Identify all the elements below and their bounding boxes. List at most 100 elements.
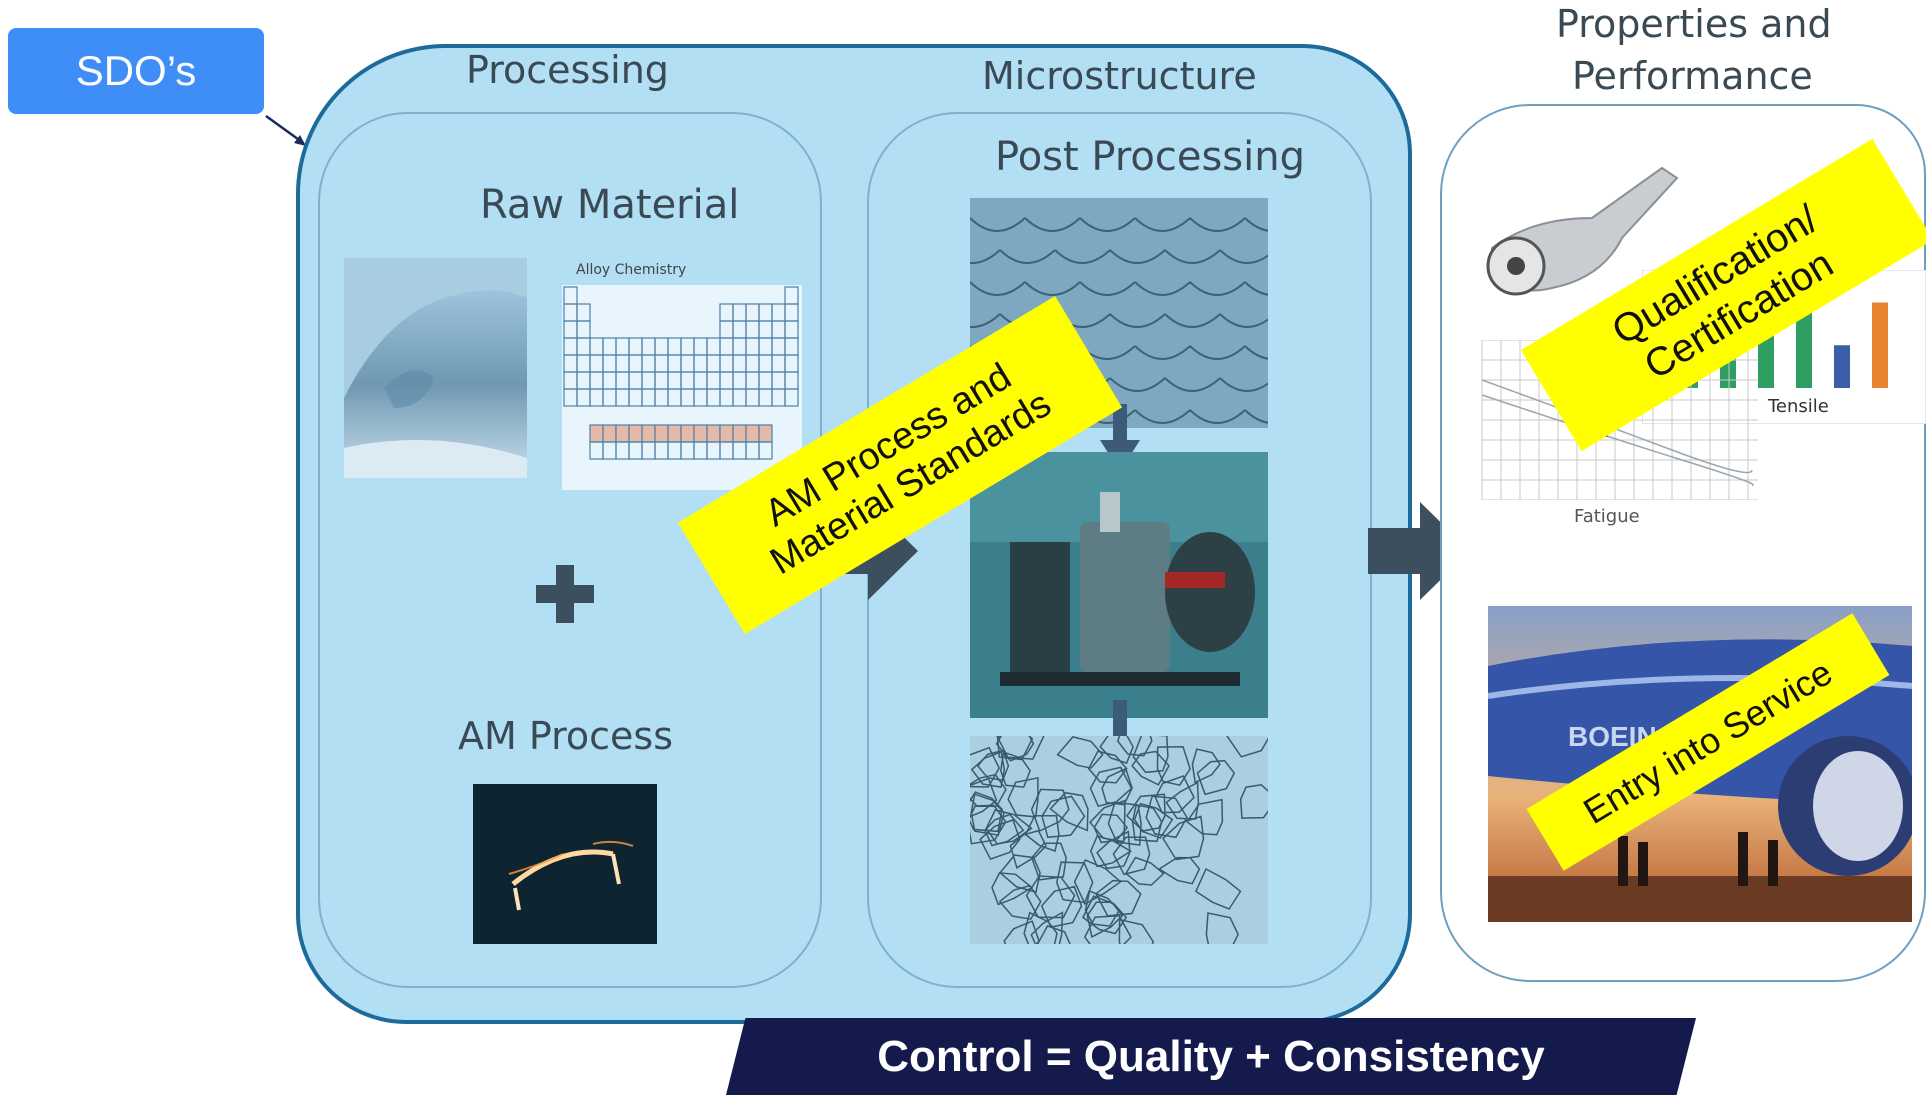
periodic-table-cell (693, 424, 708, 443)
grain-boundary (1095, 879, 1142, 917)
grain-boundary (991, 872, 1034, 906)
grain-boundary (1083, 914, 1132, 944)
am-process-image (473, 784, 657, 944)
grain-boundary (1049, 791, 1089, 832)
grain-boundary (1226, 736, 1268, 758)
periodic-table-cell (628, 424, 643, 443)
grain-boundary (1096, 830, 1131, 870)
am-process-heading: AM Process (458, 714, 674, 758)
grain-boundary (979, 819, 1021, 861)
grain-boundary (1024, 814, 1060, 852)
grain-boundary (1089, 766, 1133, 807)
grain-boundary (1162, 815, 1205, 861)
periodic-table-cell (758, 424, 773, 443)
grain-boundary (1093, 813, 1129, 844)
periodic-table-cell (706, 424, 721, 443)
grain-boundary (1145, 795, 1188, 839)
grain-boundary (1009, 829, 1047, 869)
grain-boundary (1040, 885, 1083, 928)
grain-boundary (1124, 856, 1165, 886)
melt-pool-line (970, 217, 1268, 232)
grain-boundary (1107, 801, 1142, 846)
tensile-bar (1834, 345, 1850, 388)
periodic-table-cell (680, 424, 695, 443)
grain-boundary (1000, 751, 1031, 788)
alloy-chemistry-label: Alloy Chemistry (576, 262, 687, 278)
fatigue-label: Fatigue (1574, 506, 1640, 527)
grain-microstructure-image (970, 736, 1268, 944)
am-part-image (1486, 166, 1679, 296)
grain-boundary (1205, 912, 1239, 944)
metal-powder-image (344, 258, 527, 478)
grain-boundary (996, 736, 1045, 760)
properties-heading-line2: Performance (1572, 54, 1813, 98)
grain-boundary (970, 750, 1006, 788)
periodic-table-cell (784, 388, 799, 407)
grain-boundary (1239, 784, 1268, 819)
heat-treatment-furnace-image (970, 452, 1268, 718)
tensile-label: Tensile (1768, 396, 1829, 417)
microstructure-heading: Microstructure (982, 54, 1257, 98)
grain-boundary (1116, 736, 1153, 757)
properties-heading-line1: Properties and (1556, 2, 1832, 46)
grain-boundary (998, 884, 1042, 920)
sdo-pointer-arrow (265, 114, 306, 146)
grain-boundary (970, 746, 1001, 788)
periodic-table-cell (641, 424, 656, 443)
grain-boundary (1156, 745, 1191, 787)
sdo-button[interactable]: SDO’s (8, 28, 264, 114)
grain-boundary (1007, 776, 1039, 818)
grain-boundary (1099, 736, 1134, 765)
periodic-table-cell (615, 424, 630, 443)
grain-boundary (970, 793, 1005, 837)
periodic-table-cell (758, 441, 773, 460)
tensile-bar (1796, 302, 1812, 388)
grain-boundary (1132, 736, 1169, 774)
melt-pool-line (970, 249, 1268, 264)
grain-boundary (1131, 750, 1170, 786)
grain-boundary (1036, 924, 1071, 944)
grain-boundary (1154, 775, 1195, 814)
processing-heading: Processing (466, 48, 669, 92)
grain-boundary (970, 804, 1007, 845)
periodic-table-cell (719, 424, 734, 443)
melt-pool-line (970, 281, 1268, 296)
grain-boundary (1125, 793, 1166, 832)
grain-boundary (1030, 911, 1064, 944)
grain-boundary (983, 813, 1025, 847)
periodic-table-cell (602, 424, 617, 443)
grain-boundary (1194, 867, 1242, 910)
tensile-bar (1872, 302, 1888, 388)
grain-boundary (970, 791, 1003, 833)
grain-boundary (970, 773, 1007, 808)
periodic-table-cell (589, 424, 604, 443)
grain-boundary (1185, 798, 1224, 836)
grain-boundary (1084, 889, 1121, 927)
periodic-table-cell (667, 424, 682, 443)
grain-boundary (1196, 759, 1236, 796)
periodic-table-cell (732, 424, 747, 443)
raw-material-heading: Raw Material (480, 182, 740, 228)
grain-boundary (1165, 781, 1200, 820)
plus-icon (536, 565, 594, 623)
grain-boundary (1133, 802, 1174, 839)
grain-boundary (1087, 750, 1128, 784)
grain-boundary (1030, 788, 1070, 832)
grain-boundary (995, 736, 1035, 762)
grain-boundary (1089, 799, 1126, 843)
grain-boundary (1003, 920, 1040, 944)
grain-boundary (1112, 836, 1151, 876)
grain-boundary (1073, 859, 1122, 905)
control-quality-banner: Control = Quality + Consistency (726, 1018, 1696, 1095)
periodic-table-graphic (562, 285, 802, 490)
periodic-table-cell (745, 424, 760, 443)
grain-boundary (1030, 842, 1067, 881)
periodic-table-cell (654, 424, 669, 443)
grain-boundary (1023, 911, 1058, 944)
grain-boundary (1056, 861, 1094, 904)
grain-boundary (1118, 918, 1155, 944)
grain-boundary (1086, 901, 1124, 939)
grain-boundary (1191, 748, 1221, 784)
grain-boundary (1056, 736, 1104, 769)
post-processing-heading: Post Processing (995, 134, 1305, 180)
